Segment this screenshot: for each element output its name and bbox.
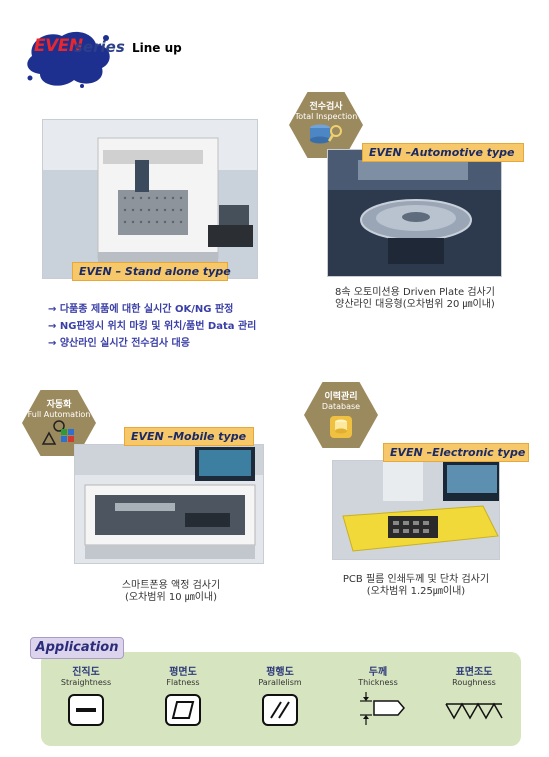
automotive-type-label: EVEN –Automotive type: [362, 143, 524, 162]
electronic-type-label: EVEN –Electronic type: [383, 443, 529, 462]
caption-line: (오차범위 10 ㎛이내): [124, 592, 218, 603]
hexagon-title: 자동화: [46, 400, 72, 410]
logo-series-text: series: [74, 38, 125, 56]
application-item-sublabel: Flatness: [166, 678, 200, 687]
database-search-icon: [310, 124, 342, 144]
application-item-sublabel: Thickness: [358, 678, 398, 687]
application-item-label: 표면조도: [455, 667, 493, 678]
logo-ink-splash: [27, 31, 110, 88]
caption-line: 양산라인 대응형(오차범위 20 ㎛이내): [335, 299, 495, 310]
application-item-label: 평면도: [169, 667, 197, 678]
standalone-machine-photo: [42, 119, 258, 279]
hexagon-database: 이력관리 Database: [304, 382, 378, 448]
automation-network-icon: [41, 420, 74, 445]
caption-line: 스마트폰용 액정 검사기: [121, 580, 221, 591]
database-icon: [330, 416, 352, 438]
automotive-machine-photo: [327, 149, 502, 277]
hexagon-subtitle: Total Inspection: [294, 112, 358, 121]
application-item-label: 두께: [368, 667, 388, 678]
hexagon-title: 이력관리: [324, 392, 358, 402]
application-item-thickness: 두께 Thickness: [336, 663, 420, 687]
hexagon-subtitle: Full Automation: [27, 410, 91, 419]
application-item-roughness: 표면조도 Roughness: [432, 663, 516, 687]
straightness-icon: [68, 694, 104, 726]
standalone-bullets: → 다품종 제품에 대한 실시간 OK/NG 판정 → NG판정시 위치 마킹 …: [48, 301, 256, 352]
roughness-icon: [445, 702, 503, 720]
flatness-icon: [165, 694, 201, 726]
caption-line: PCB 필름 인쇄두께 및 단차 검사기: [342, 574, 490, 585]
logo-even-text: EVEN: [34, 36, 83, 56]
mobile-type-label: EVEN –Mobile type: [124, 427, 254, 446]
electronic-machine-photo: [332, 460, 500, 560]
application-item-sublabel: Roughness: [452, 678, 496, 687]
application-item-label: 진직도: [72, 667, 100, 678]
parallelism-icon: [262, 694, 298, 726]
application-item-label: 평행도: [266, 667, 294, 678]
caption-line: 8속 오토미션용 Driven Plate 검사기: [335, 287, 495, 298]
automotive-caption: 8속 오토미션용 Driven Plate 검사기 양산라인 대응형(오차범위 …: [300, 287, 530, 311]
hexagon-title: 전수검사: [309, 102, 343, 112]
application-item-parallelism: 평행도 Parallelism: [238, 663, 322, 687]
application-title: Application: [30, 637, 124, 659]
thickness-icon: [360, 692, 405, 725]
bullet-item: → NG판정시 위치 마킹 및 위치/품번 Data 관리: [48, 321, 257, 332]
page-title: Line up: [132, 41, 182, 55]
mobile-machine-photo: [74, 444, 264, 564]
application-item-sublabel: Straightness: [60, 678, 112, 687]
application-item-straightness: 진직도 Straightness: [44, 663, 128, 687]
hexagon-total-inspection: 전수검사 Total Inspection: [289, 92, 363, 158]
bullet-item: → 다품종 제품에 대한 실시간 OK/NG 판정: [48, 304, 234, 315]
bullet-item: → 양산라인 실시간 전수검사 대응: [48, 338, 190, 349]
standalone-type-label: EVEN – Stand alone type: [72, 262, 231, 281]
application-item-flatness: 평면도 Flatness: [141, 663, 225, 687]
electronic-caption: PCB 필름 인쇄두께 및 단차 검사기 (오차범위 1.25㎛이내): [306, 574, 526, 598]
application-item-sublabel: Parallelism: [258, 678, 302, 687]
mobile-caption: 스마트폰용 액정 검사기 (오차범위 10 ㎛이내): [86, 580, 256, 604]
caption-line: (오차범위 1.25㎛이내): [366, 586, 466, 597]
hexagon-subtitle: Database: [321, 402, 361, 411]
